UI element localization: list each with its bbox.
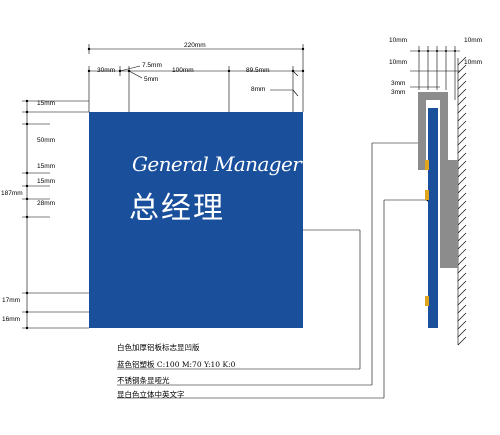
dim-side-10-mr: 10mm bbox=[464, 59, 483, 66]
note-aluminum-plate: 白色加厚铝板标志显凹版 bbox=[117, 343, 200, 352]
dim-v-28: 28mm bbox=[37, 200, 56, 207]
dim-small-7-5: 7.5mm bbox=[142, 62, 162, 69]
dim-side-10-tl: 10mm bbox=[389, 37, 408, 44]
note-3d-text: 显白色立体中英文字 bbox=[117, 390, 185, 399]
dim-total-width: 220mm bbox=[184, 42, 206, 49]
dim-small-5: 5mm bbox=[144, 76, 159, 83]
dim-right-89-5: 89.5mm bbox=[246, 67, 270, 74]
dim-left-30: 30mm bbox=[97, 67, 116, 74]
note-blue-panel: 蓝色铝塑板 C:100 M:70 Y:10 K:0 bbox=[117, 360, 236, 369]
dim-total-height: 187mm bbox=[1, 190, 23, 197]
dim-v-15b: 15mm bbox=[37, 178, 56, 185]
sign-chinese-title: 总经理 bbox=[129, 191, 225, 226]
dim-side-3b: 3mm bbox=[391, 89, 406, 96]
sign-english-title: General Manager bbox=[132, 152, 302, 176]
dim-v-16: 16mm bbox=[2, 316, 21, 323]
dim-side-10-tr: 10mm bbox=[464, 37, 483, 44]
note-steel-strip: 不锈钢条显哑光 bbox=[117, 376, 170, 385]
dim-v-50: 50mm bbox=[37, 137, 56, 144]
dim-side-3a: 3mm bbox=[391, 80, 406, 87]
dim-mid-100: 100mm bbox=[172, 67, 194, 74]
dim-right-8: 8mm bbox=[251, 86, 266, 93]
dim-v-15a: 15mm bbox=[37, 163, 56, 170]
sign-panel: General Manager 总经理 bbox=[89, 112, 303, 328]
dim-top-15: 15mm bbox=[37, 100, 56, 107]
dim-side-10-ml: 10mm bbox=[389, 59, 408, 66]
dim-v-17: 17mm bbox=[2, 297, 21, 304]
